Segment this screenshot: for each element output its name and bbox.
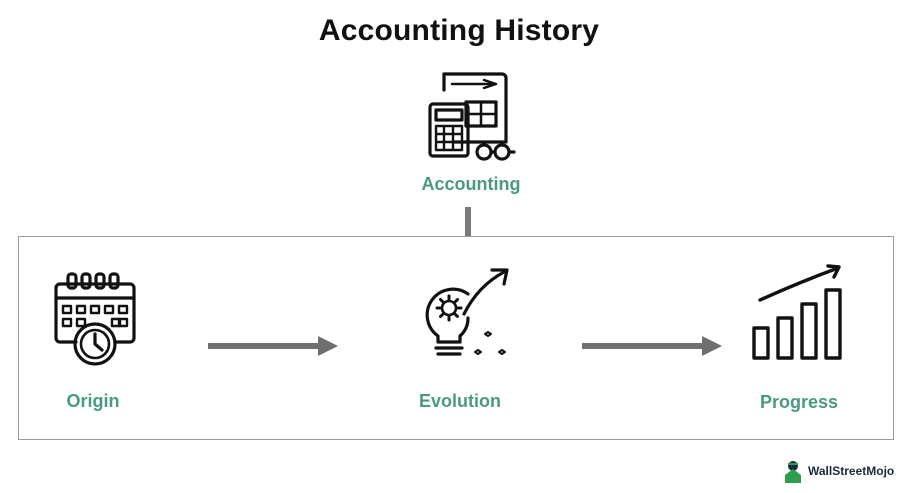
flow-arrow-1 bbox=[208, 336, 338, 356]
calendar-clock-icon bbox=[54, 272, 136, 366]
wallstreetmojo-logo: WallStreetMojo bbox=[782, 458, 902, 484]
connector-line bbox=[465, 207, 471, 236]
growth-bar-chart-icon bbox=[752, 264, 842, 360]
stage-label-origin: Origin bbox=[66, 391, 120, 411]
flow-arrow-2 bbox=[582, 336, 722, 356]
logo-text: WallStreetMojo bbox=[808, 464, 895, 478]
stages-container bbox=[18, 236, 894, 440]
stage-label-evolution: Evolution bbox=[419, 391, 501, 411]
lightbulb-gear-icon bbox=[425, 268, 509, 356]
diagram-title: Accounting History bbox=[318, 14, 600, 47]
logo-mark-icon bbox=[785, 461, 801, 483]
stage-label-progress: Progress bbox=[759, 392, 839, 412]
node-label-accounting: Accounting bbox=[421, 174, 521, 194]
calculator-document-icon bbox=[428, 72, 516, 161]
